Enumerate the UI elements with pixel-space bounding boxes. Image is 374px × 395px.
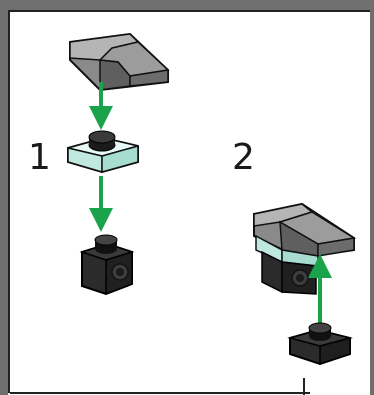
frame-top-border	[0, 0, 374, 10]
frame-right-border	[370, 0, 374, 395]
trans-clear-plate-step1-icon	[67, 130, 139, 174]
black-plate-step2-icon	[287, 322, 353, 366]
grey-slope-brick-step2-icon	[253, 202, 357, 260]
panel-bottom-rule	[10, 392, 310, 394]
step-number-1: 1	[28, 137, 51, 178]
step-number-2: 2	[232, 137, 255, 178]
panel-divider-tick	[303, 378, 305, 395]
black-camera-brick-step2-icon	[261, 250, 317, 295]
frame-left-border	[0, 0, 8, 395]
grey-slope-brick-step1-icon	[69, 32, 170, 92]
black-camera-brick-step1-icon	[79, 234, 135, 296]
